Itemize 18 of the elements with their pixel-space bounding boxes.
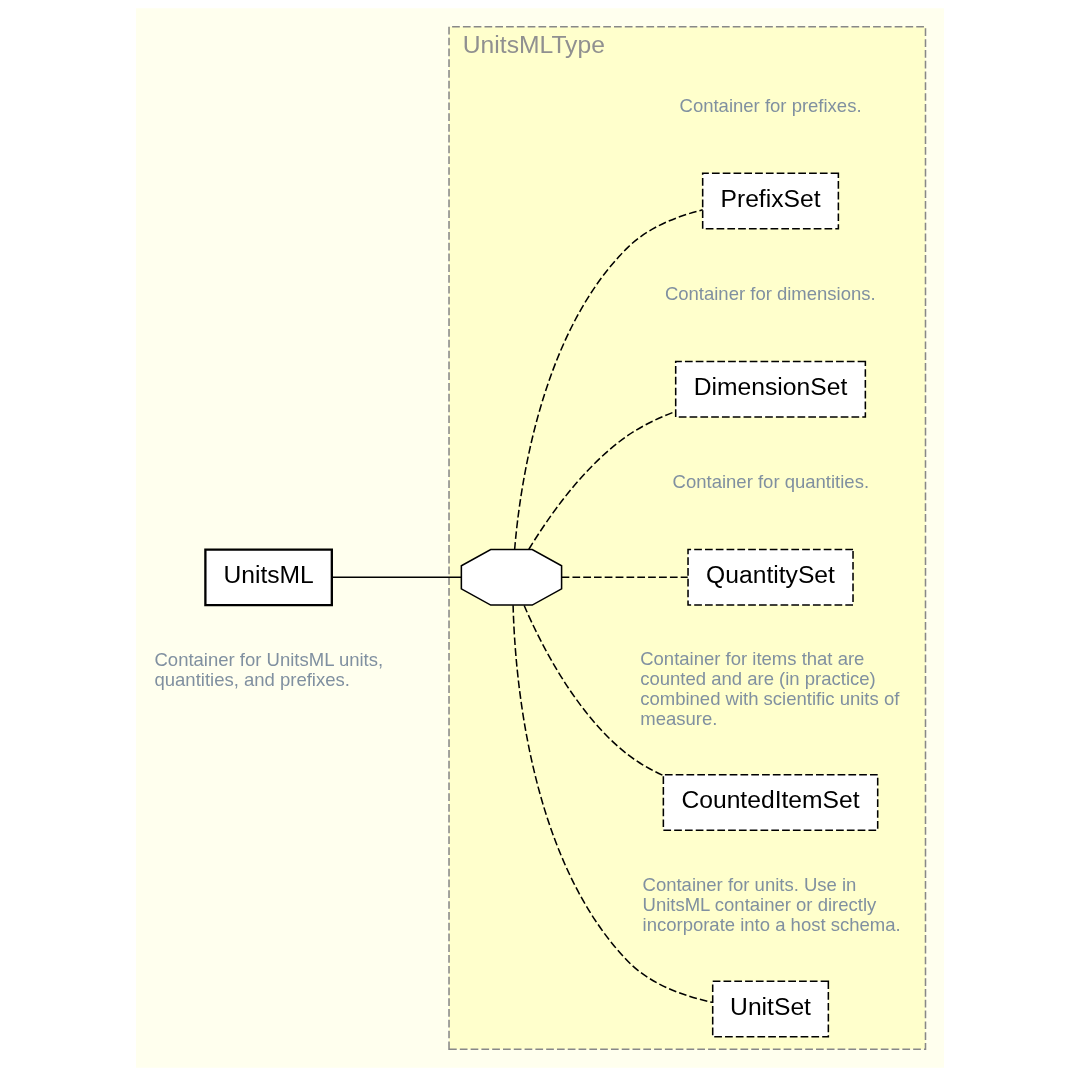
node-box: UnitSet [711,980,830,1038]
connector [513,209,704,551]
node-octagon [460,548,563,606]
node-box: UnitsML [204,548,333,607]
node-label: Container for dimensions. [664,282,876,304]
node-label: Container for quantities. [672,471,870,493]
node-label: Container for items that are counted and are (in practice) combined with scientific units of measure. [640,647,900,729]
connector [561,576,689,579]
node-box: QuantitySet [687,548,854,606]
node-label: Container for prefixes. [679,94,862,116]
node-label: Container for UnitsML units, quantities, and prefixes. [154,649,384,691]
node-box: CountedItemSet [662,773,879,831]
connector [523,604,664,777]
node-box: PrefixSet [701,172,840,230]
connector [331,576,462,579]
node-box: DimensionSet [674,360,867,418]
node-label: Container for units. Use in UnitsML container or directly incorporate into a host schema. [642,873,901,935]
connector [512,604,713,1004]
